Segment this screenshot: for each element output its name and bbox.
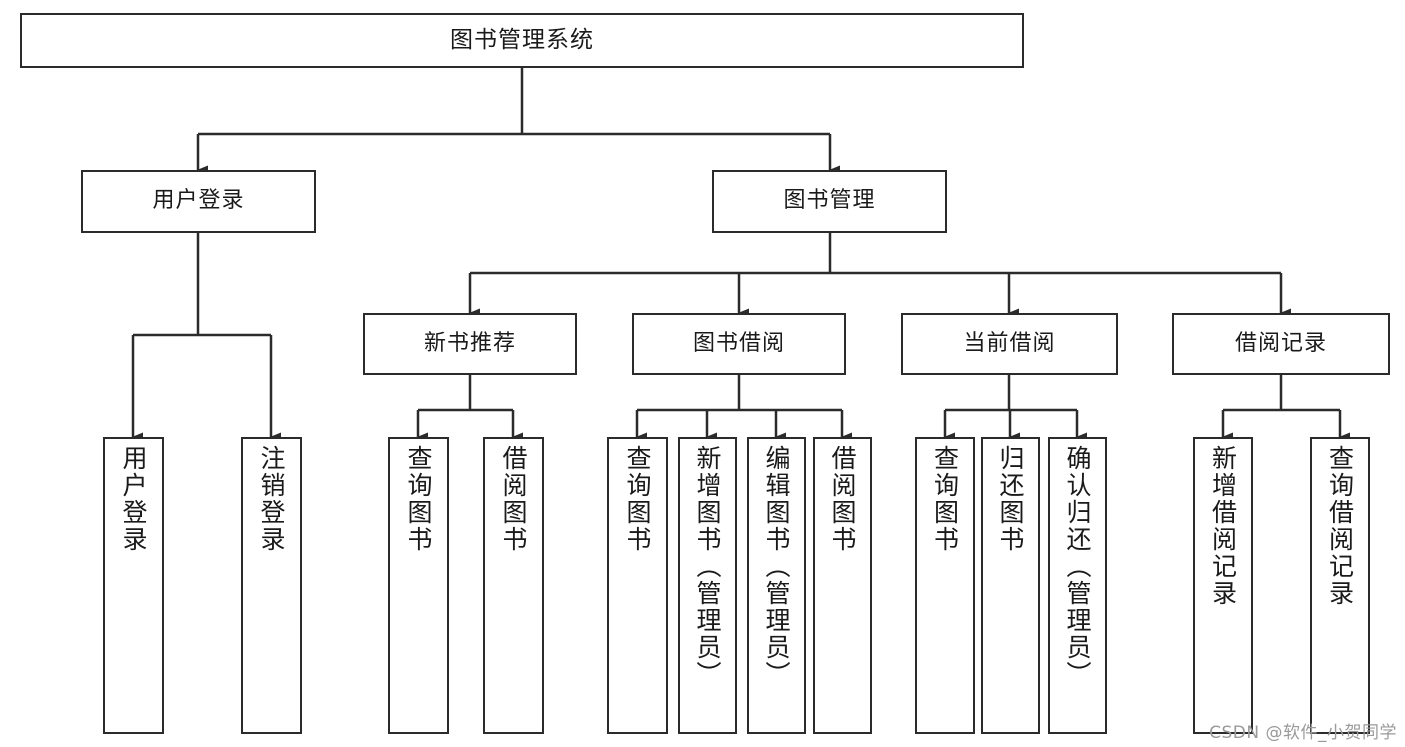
node-borrow-record-label: 借阅记录 [1234, 330, 1327, 356]
leaf-return-book[interactable]: 归还图书 [981, 437, 1040, 734]
leaf-query-record[interactable]: 查询借阅记录 [1310, 437, 1370, 734]
watermark: CSDN @软件_小贺同学 [1209, 723, 1397, 743]
leaf-add-book-label: 新增图书（管理员） [693, 445, 722, 688]
node-book-manage[interactable]: 图书管理 [712, 170, 947, 233]
leaf-borrow-book-1[interactable]: 借阅图书 [483, 437, 544, 734]
node-book-manage-label: 图书管理 [783, 188, 876, 214]
leaf-add-record-label: 新增借阅记录 [1208, 445, 1238, 607]
node-new-book-recommend[interactable]: 新书推荐 [363, 313, 577, 375]
node-user-login-label: 用户登录 [152, 188, 245, 214]
leaf-query-book-3-label: 查询图书 [930, 445, 960, 553]
leaf-return-book-label: 归还图书 [996, 445, 1025, 553]
leaf-add-record[interactable]: 新增借阅记录 [1193, 437, 1253, 734]
leaf-query-book-3[interactable]: 查询图书 [915, 437, 975, 734]
node-new-book-recommend-label: 新书推荐 [423, 330, 516, 356]
leaf-borrow-book-1-label: 借阅图书 [499, 445, 528, 553]
leaf-user-login[interactable]: 用户登录 [103, 437, 164, 734]
leaf-user-login-label: 用户登录 [119, 445, 148, 553]
leaf-query-record-label: 查询借阅记录 [1325, 445, 1355, 607]
leaf-user-logout[interactable]: 注销登录 [241, 437, 302, 734]
node-book-borrow-label: 图书借阅 [692, 330, 785, 356]
leaf-query-book-2-label: 查询图书 [623, 445, 652, 553]
leaf-confirm-return-label: 确认归还（管理员） [1063, 445, 1092, 688]
leaf-edit-book-label: 编辑图书（管理员） [762, 445, 791, 688]
node-current-borrow[interactable]: 当前借阅 [901, 313, 1118, 375]
node-current-borrow-label: 当前借阅 [963, 330, 1056, 356]
leaf-query-book-2[interactable]: 查询图书 [607, 437, 668, 734]
node-borrow-record[interactable]: 借阅记录 [1172, 313, 1390, 375]
leaf-query-book-1[interactable]: 查询图书 [388, 437, 449, 734]
node-root-label: 图书管理系统 [450, 26, 594, 53]
node-user-login[interactable]: 用户登录 [81, 170, 316, 233]
leaf-borrow-book-2[interactable]: 借阅图书 [813, 437, 872, 734]
leaf-query-book-1-label: 查询图书 [404, 445, 433, 553]
leaf-add-book[interactable]: 新增图书（管理员） [678, 437, 737, 734]
leaf-borrow-book-2-label: 借阅图书 [828, 445, 857, 553]
leaf-user-logout-label: 注销登录 [257, 445, 286, 553]
leaf-confirm-return[interactable]: 确认归还（管理员） [1048, 437, 1107, 734]
leaf-edit-book[interactable]: 编辑图书（管理员） [747, 437, 806, 734]
node-root[interactable]: 图书管理系统 [20, 13, 1024, 68]
node-book-borrow[interactable]: 图书借阅 [632, 313, 846, 375]
